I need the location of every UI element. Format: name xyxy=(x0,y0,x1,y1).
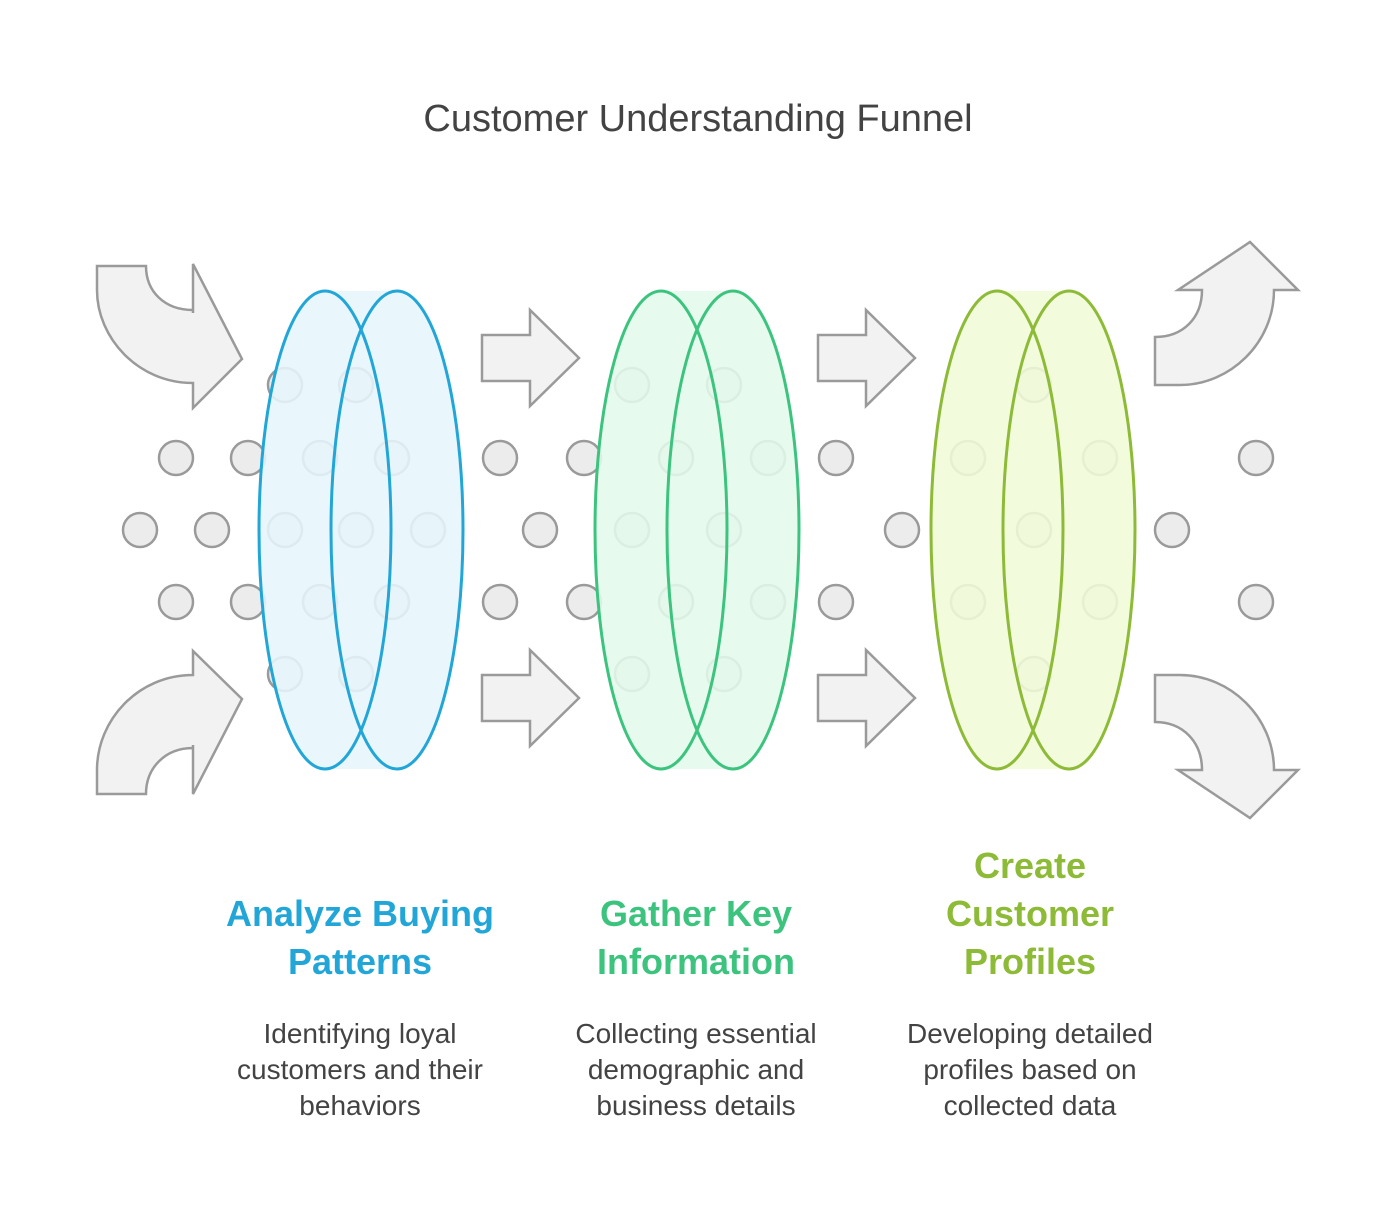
stage-3-description: Developing detailed profiles based on co… xyxy=(870,1016,1190,1124)
stage-3-desc-line-3: collected data xyxy=(943,1090,1117,1121)
ring-1-front-edge xyxy=(329,289,465,771)
particle-dot-28 xyxy=(1153,511,1191,549)
stage-2-description: Collecting essential demographic and bus… xyxy=(536,1016,856,1124)
ring-3-band xyxy=(931,291,1135,769)
ring-2-band xyxy=(595,291,799,769)
particle-dot-14 xyxy=(817,439,855,477)
stage-3-label-line-3: Profiles xyxy=(963,941,1097,982)
particle-dot-33 xyxy=(481,583,519,621)
stage-3-label: Create Customer Profiles xyxy=(870,842,1190,986)
flow-arrow-2-bottom xyxy=(816,647,917,749)
particle-dot-19 xyxy=(193,511,231,549)
stage-2-desc-line-2: demographic and xyxy=(587,1054,805,1085)
stage-3-label-line-1: Create xyxy=(973,845,1087,886)
stage-1-desc-line-1: Identifying loyal xyxy=(263,1018,457,1049)
particle-dot-29 xyxy=(157,583,195,621)
particle-dot-40 xyxy=(1237,583,1275,621)
stage-2-label-line-2: Information xyxy=(597,941,795,982)
output-arrow-top-right xyxy=(1153,240,1302,387)
diagram-title: Customer Understanding Funnel xyxy=(423,98,973,140)
flow-arrow-2-top xyxy=(816,307,917,409)
flow-arrow-1-bottom xyxy=(480,647,581,749)
particle-dot-18 xyxy=(121,511,159,549)
ring-2-front-edge xyxy=(665,289,801,771)
stage-2-label: Gather Key Information xyxy=(536,890,856,986)
particle-dot-26 xyxy=(883,511,921,549)
ring-1-band xyxy=(259,291,463,769)
ring-3-front-edge xyxy=(1001,289,1137,771)
particle-dot-37 xyxy=(817,583,855,621)
stage-2-desc-line-1: Collecting essential xyxy=(575,1018,817,1049)
particle-dot-17 xyxy=(1237,439,1275,477)
particle-dot-23 xyxy=(521,511,559,549)
stage-3-desc-line-1: Developing detailed xyxy=(907,1018,1153,1049)
ring-3-back-edge xyxy=(929,289,1065,771)
stage-2-label-line-1: Gather Key xyxy=(599,893,793,934)
ring-2-back-edge xyxy=(593,289,729,771)
stage-1-description: Identifying loyal customers and their be… xyxy=(200,1016,520,1124)
particle-dot-6 xyxy=(157,439,195,477)
stage-1-label: Analyze Buying Patterns xyxy=(200,890,520,986)
particle-dot-10 xyxy=(481,439,519,477)
input-arrow-bottom-left xyxy=(95,648,244,796)
stage-1-desc-line-3: behaviors xyxy=(299,1090,421,1121)
stage-1-desc-line-2: customers and their xyxy=(237,1054,483,1085)
output-arrow-bottom-right xyxy=(1153,673,1302,820)
input-arrow-top-left xyxy=(95,263,244,412)
stage-3-desc-line-2: profiles based on xyxy=(923,1054,1137,1085)
stage-2-desc-line-3: business details xyxy=(596,1090,796,1121)
stage-3-label-line-2: Customer xyxy=(945,893,1115,934)
ring-1-back-edge xyxy=(257,289,393,771)
stage-1-label-line-1: Analyze Buying xyxy=(225,893,495,934)
flow-arrow-1-top xyxy=(480,307,581,409)
stage-1-label-line-2: Patterns xyxy=(287,941,433,982)
